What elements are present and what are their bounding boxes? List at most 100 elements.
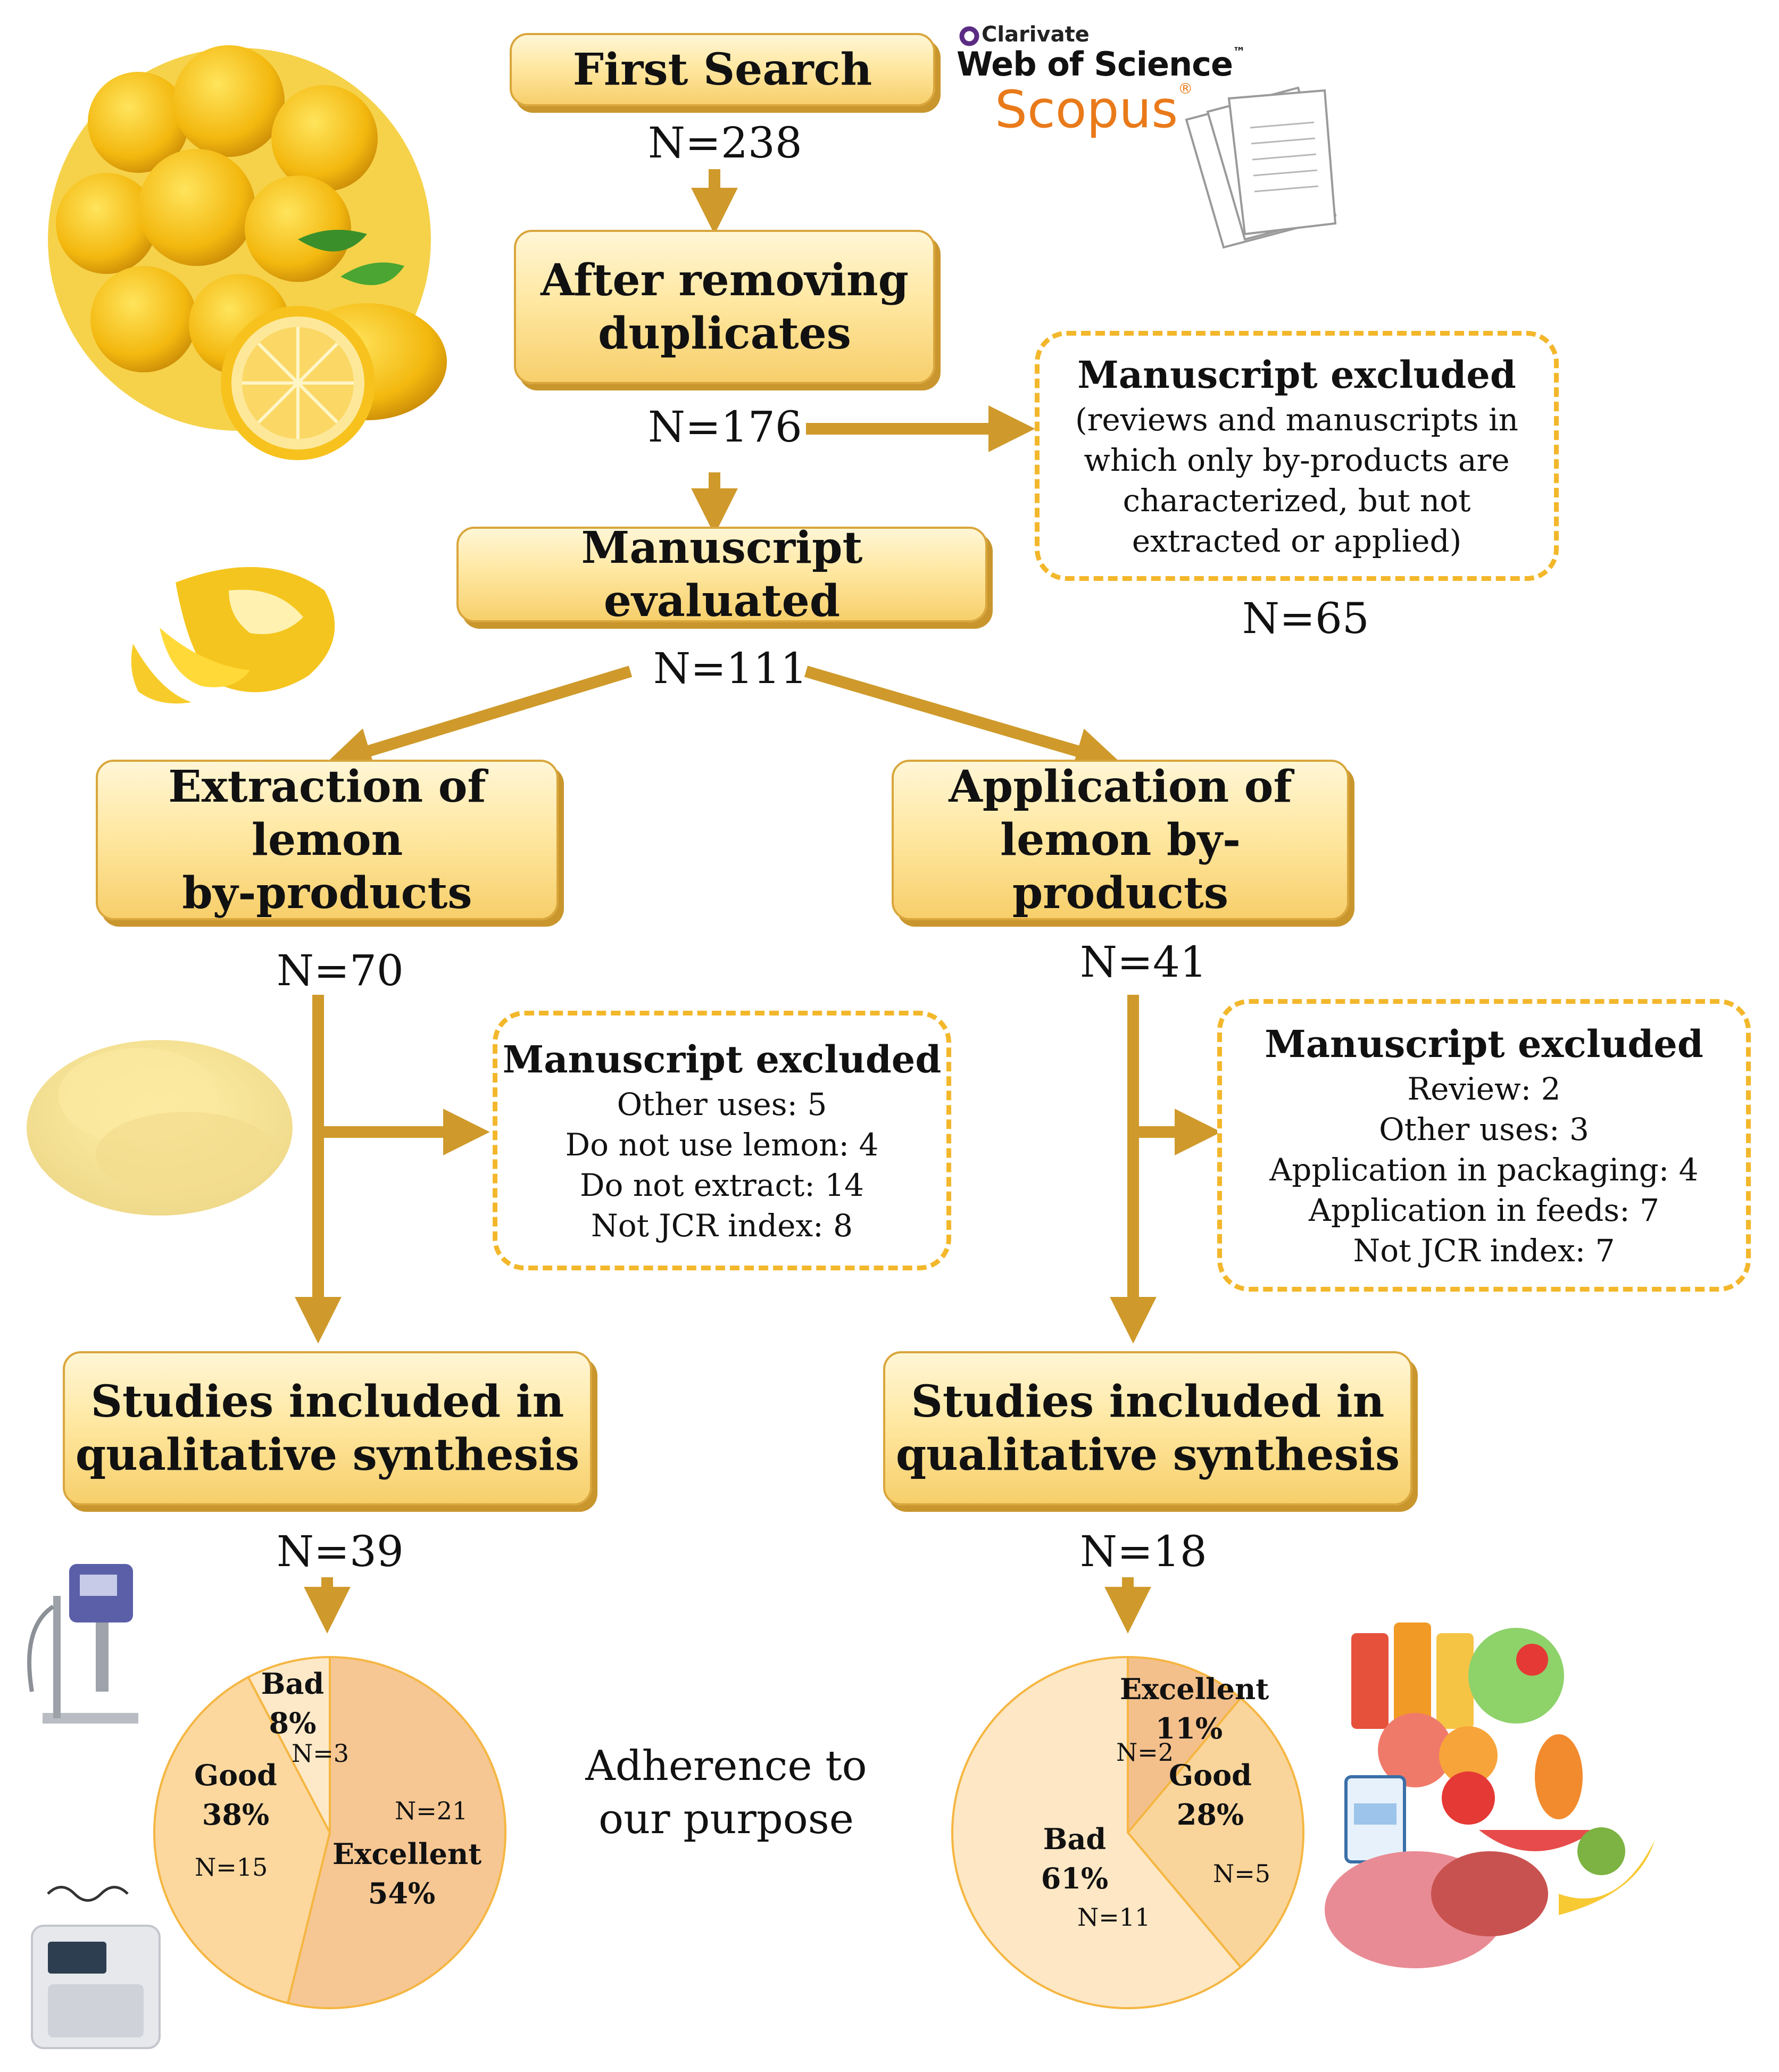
flow-arrows (295, 169, 1221, 1634)
scopus-reg: ® (1178, 80, 1193, 97)
after-duplicates-box: After removing duplicates (514, 230, 935, 384)
manuscript-evaluated-box: Manuscript evaluated (456, 522, 987, 627)
excluded-left-line: Not JCR index: 8 (591, 1208, 853, 1244)
pie-left-excellent-label: Excellent 54% (332, 1834, 482, 1913)
pie-left-bad-label: Bad 8% (255, 1664, 330, 1743)
studies-right-box: Studies included in qualitative synthesi… (883, 1351, 1412, 1505)
application-box: Application of lemon by-products (892, 760, 1349, 920)
excluded-top-line: characterized, but not (1123, 482, 1471, 519)
arrow-to-application (804, 665, 1123, 774)
excluded-top-box: Manuscript excluded (reviews and manuscr… (1035, 331, 1559, 581)
n-after-duplicates: N=176 (648, 402, 802, 452)
microwave-image (31, 1886, 161, 2049)
excluded-left-title: Manuscript excluded (502, 1037, 942, 1081)
pie-left-slice-bad (246, 1655, 331, 1833)
excluded-right-line: Not JCR index: 7 (1353, 1233, 1615, 1269)
pie-left-good-label: Good 38% (190, 1755, 281, 1834)
n-studies-left: N=39 (277, 1527, 404, 1576)
pie-left-excellent-name: Excellent (332, 1837, 482, 1871)
scopus-name: Scopus (995, 80, 1178, 139)
excluded-right-line: Application in feeds: 7 (1308, 1192, 1660, 1228)
lemons-image (48, 45, 447, 460)
excluded-left-line: Do not extract: 14 (579, 1167, 864, 1203)
pie-right-excellent-percent: 11% (1155, 1711, 1223, 1745)
excluded-left-box: Manuscript excluded Other uses: 5 Do not… (493, 1011, 951, 1270)
pie-right-slice-bad (951, 1655, 1242, 2009)
wos-name: Web of Science (957, 45, 1233, 84)
pie-left-bad-percent: 8% (269, 1706, 317, 1740)
pie-chart-application (951, 1655, 1304, 2009)
studies-right-line1: Studies included in (911, 1376, 1385, 1427)
studies-left-box: Studies included in qualitative synthesi… (63, 1351, 592, 1505)
pie-right-good-name: Good (1169, 1758, 1252, 1792)
pie-left-slice-good (153, 1676, 331, 2004)
first-search-box: First Search (510, 33, 935, 106)
pie-right-slice-excellent (1127, 1655, 1242, 1836)
pie-right-bad-n: N=11 (1077, 1903, 1151, 1932)
n-studies-right: N=18 (1080, 1527, 1207, 1576)
extraction-line1: Extraction of lemon (168, 761, 486, 866)
excluded-top-line: extracted or applied) (1132, 523, 1462, 559)
excluded-right-line: Other uses: 3 (1379, 1111, 1589, 1147)
web-of-science-logo: Web of Science™ (957, 45, 1245, 84)
extraction-line2: by-products (182, 868, 472, 919)
pie-right-excellent-name: Excellent (1120, 1672, 1269, 1706)
pie-right-excellent-label: Excellent 11% (1120, 1669, 1269, 1748)
first-search-label: First Search (572, 44, 872, 95)
pie-left-good-percent: 38% (202, 1798, 270, 1832)
pie-right-excellent-n: N=2 (1116, 1738, 1174, 1767)
adherence-line1: Adherence to (585, 1742, 867, 1790)
after-duplicates-line2: duplicates (598, 308, 851, 359)
n-first-search: N=238 (648, 118, 802, 168)
document-stack-icon (1185, 86, 1337, 249)
pie-left-slice-excellent (286, 1655, 506, 2009)
excluded-right-line: Application in packaging: 4 (1269, 1152, 1699, 1188)
application-line1: Application of (949, 761, 1292, 812)
pie-right-bad-percent: 61% (1041, 1861, 1109, 1895)
n-evaluated: N=111 (653, 644, 808, 693)
n-application: N=41 (1080, 937, 1207, 987)
clarivate-logo-icon (959, 26, 979, 46)
scopus-logo: Scopus® (995, 80, 1193, 139)
pie-left-excellent-n: N=21 (395, 1796, 468, 1825)
pie-right-good-percent: 28% (1176, 1798, 1244, 1832)
excluded-right-title: Manuscript excluded (1265, 1022, 1703, 1066)
wos-tm: ™ (1233, 45, 1245, 60)
pie-left-bad-n: N=3 (292, 1739, 350, 1768)
studies-left-line1: Studies included in (90, 1376, 564, 1427)
clarivate-logo-text: Clarivate (982, 22, 1090, 47)
lemon-powder-image (27, 1040, 293, 1216)
pie-left-excellent-percent: 54% (368, 1876, 436, 1910)
homogenizer-image (27, 1564, 138, 1724)
pie-right-good-label: Good 28% (1168, 1755, 1253, 1834)
excluded-right-box: Manuscript excluded Review: 2 Other uses… (1217, 999, 1751, 1292)
pie-left-bad-name: Bad (261, 1667, 325, 1701)
excluded-top-title: Manuscript excluded (1077, 353, 1516, 397)
excluded-left-line: Other uses: 5 (617, 1086, 827, 1122)
excluded-top-line: (reviews and manuscripts in (1075, 402, 1518, 438)
studies-left-line2: qualitative synthesis (75, 1429, 580, 1480)
extraction-box: Extraction of lemon by-products (96, 760, 559, 920)
application-line2: lemon by-products (1000, 814, 1241, 919)
adherence-line2: our purpose (598, 1795, 854, 1843)
arrow-to-extraction (325, 665, 633, 773)
manuscript-evaluated-label: Manuscript evaluated (581, 522, 863, 627)
studies-right-line2: qualitative synthesis (895, 1429, 1400, 1480)
adherence-label: Adherence to our purpose (577, 1740, 875, 1846)
lemon-peel-image (131, 567, 335, 704)
pie-chart-extraction (153, 1655, 506, 2009)
pie-right-bad-label: Bad 61% (1037, 1819, 1112, 1898)
pie-left-good-n: N=15 (195, 1853, 268, 1882)
excluded-right-line: Review: 2 (1407, 1071, 1561, 1107)
excluded-top-line: which only by-products are (1084, 442, 1510, 478)
n-extraction: N=70 (277, 946, 404, 995)
pie-left-good-name: Good (194, 1758, 277, 1792)
pie-right-bad-name: Bad (1043, 1822, 1107, 1856)
excluded-left-line: Do not use lemon: 4 (565, 1127, 879, 1163)
after-duplicates-line1: After removing (541, 255, 909, 306)
pie-right-slice-good (1126, 1696, 1304, 1969)
pie-right-good-n: N=5 (1213, 1859, 1271, 1888)
food-collage-image (1325, 1622, 1655, 1968)
n-excluded-top: N=65 (1242, 594, 1369, 643)
